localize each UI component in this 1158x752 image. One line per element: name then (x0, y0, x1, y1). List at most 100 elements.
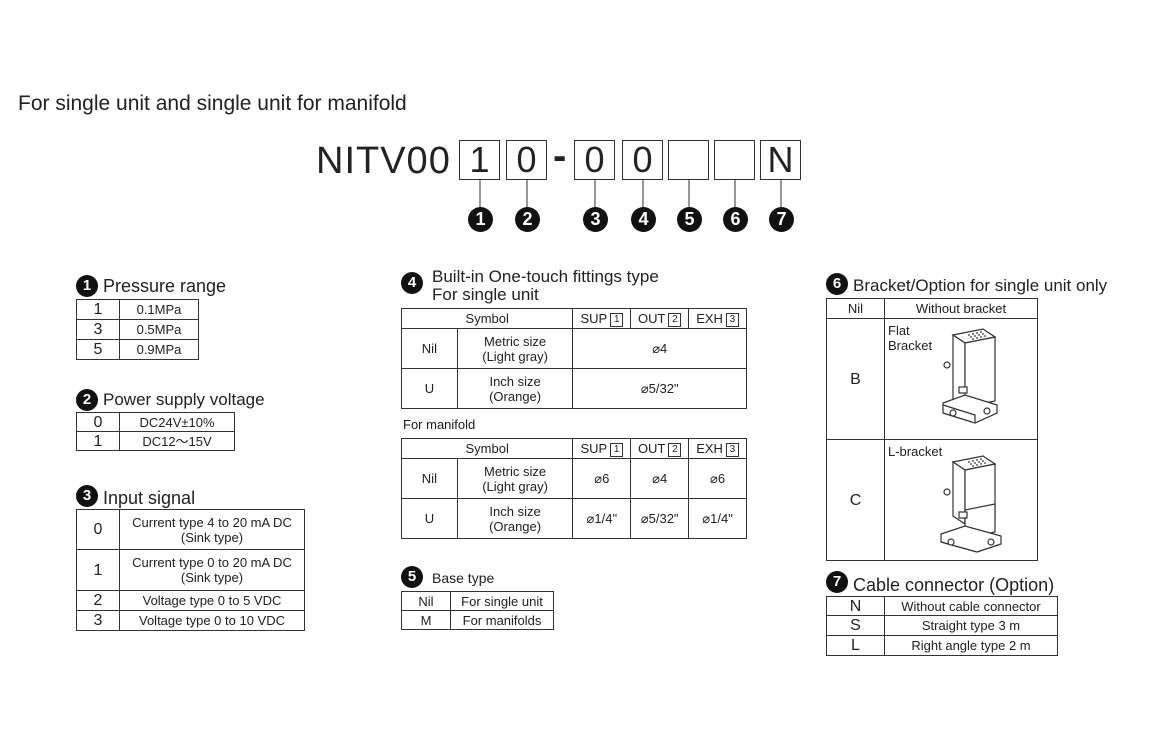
cable-marker: 7 (826, 571, 848, 593)
marker-6: 6 (723, 207, 748, 232)
input-code: 2 (76, 590, 120, 611)
bracket-code: Nil (826, 298, 885, 319)
code-box-5 (668, 140, 709, 180)
fitting-desc-line2: (Orange) (489, 388, 542, 404)
power-desc: DC12～15V (119, 431, 235, 451)
fitting-code: Nil (401, 328, 458, 369)
table-row: U Inch size (Orange) ⌀1/4" ⌀5/32" ⌀1/4" (401, 498, 747, 539)
table-row: N Without cable connector (826, 596, 1058, 616)
fitting-desc-line1: Metric size (484, 333, 547, 349)
model-prefix: NITV00 (316, 140, 451, 182)
code-box-1: 1 (459, 140, 500, 180)
input-code: 1 (76, 549, 120, 591)
cable-table: N Without cable connector S Straight typ… (826, 596, 1058, 656)
table-row: B Flat Bracket (826, 318, 1038, 440)
pressure-title: Pressure range (103, 276, 227, 296)
symbol-header: Symbol (400, 308, 574, 329)
table-row: M For manifolds (401, 610, 554, 630)
table-row: L Right angle type 2 m (826, 635, 1058, 656)
table-row: Nil Without bracket (826, 298, 1038, 319)
base-code: Nil (401, 591, 451, 611)
cable-code: S (826, 615, 885, 636)
bracket-code: B (826, 318, 885, 440)
input-desc-line1: Voltage type 0 to 10 VDC (119, 610, 305, 631)
marker-1: 1 (468, 207, 493, 232)
pressure-code: 5 (76, 339, 120, 360)
code-box-7: N (760, 140, 801, 180)
exh-size: ⌀1/4" (688, 498, 747, 539)
sup-header-label: SUP (580, 440, 608, 456)
fitting-desc-line2: (Light gray) (482, 478, 548, 494)
port-number-2: 2 (668, 312, 682, 327)
table-row: 1 DC12～15V (76, 431, 235, 451)
table-row: Nil Metric size (Light gray) ⌀4 (401, 328, 747, 369)
input-code: 0 (76, 509, 120, 550)
pressure-desc: 0.5MPa (119, 319, 199, 340)
flat-bracket-label-line1: Flat (888, 323, 910, 338)
out-size: ⌀4 (630, 458, 690, 499)
input-title: Input signal (103, 488, 196, 508)
base-marker: 5 (401, 566, 423, 588)
exh-size: ⌀6 (688, 458, 747, 499)
input-table: 0 Current type 4 to 20 mA DC (Sink type)… (76, 509, 305, 631)
table-row: 3 Voltage type 0 to 10 VDC (76, 610, 305, 631)
power-desc: DC24V±10% (119, 412, 235, 432)
out-header-label: OUT (637, 440, 666, 456)
table-row: C L-bracket (826, 439, 1038, 561)
base-table: Nil For single unit M For manifolds (401, 591, 554, 630)
fittings-title-line1: Built-in One-touch fittings type (432, 267, 659, 286)
fittings-title-line2: For single unit (432, 285, 539, 304)
fitting-desc-line2: (Orange) (489, 518, 542, 534)
port-number-3: 3 (725, 312, 739, 327)
exh-header-label: EXH (696, 310, 723, 326)
bracket-table: Nil Without bracket B Flat Bracket (826, 298, 1038, 561)
marker-5: 5 (677, 207, 702, 232)
input-code: 3 (76, 610, 120, 631)
code-box-4: 0 (622, 140, 663, 180)
marker-4: 4 (631, 207, 656, 232)
code-box-3: 0 (574, 140, 615, 180)
out-header-label: OUT (637, 310, 666, 326)
pressure-desc: 0.1MPa (119, 299, 199, 320)
cable-title: Cable connector (Option) (853, 575, 1055, 595)
table-row: Nil Metric size (Light gray) ⌀6 ⌀4 ⌀6 (401, 458, 747, 499)
symbol-header: Symbol (400, 438, 574, 459)
fitting-size: ⌀4 (572, 328, 747, 369)
pressure-desc: 0.9MPa (119, 339, 199, 360)
marker-7: 7 (769, 207, 794, 232)
port-number-1: 1 (610, 312, 624, 327)
table-row: 1 Current type 0 to 20 mA DC (Sink type) (76, 549, 305, 591)
sup-size: ⌀6 (572, 458, 632, 499)
bracket-code: C (826, 439, 885, 561)
code-box-2: 0 (506, 140, 547, 180)
base-title: Base type (432, 570, 495, 586)
input-desc-line1: Current type 0 to 20 mA DC (132, 555, 292, 570)
table-row: 1 0.1MPa (76, 299, 199, 320)
l-bracket-illustration (940, 455, 1002, 553)
marker-leader-lines (479, 180, 782, 207)
flat-bracket-label-line2: Bracket (888, 338, 933, 353)
bracket-title: Bracket/Option for single unit only (853, 276, 1108, 295)
power-title: Power supply voltage (103, 390, 265, 409)
input-desc-line2: (Sink type) (180, 529, 244, 545)
table-row: 5 0.9MPa (76, 339, 199, 360)
power-code: 0 (76, 412, 120, 432)
pressure-code: 1 (76, 299, 120, 320)
port-number-3: 3 (725, 442, 739, 457)
exh-header-label: EXH (696, 440, 723, 456)
input-desc-line1: Voltage type 0 to 5 VDC (119, 590, 305, 611)
port-number-2: 2 (668, 442, 682, 457)
fittings-marker: 4 (401, 272, 423, 294)
base-desc: For single unit (450, 591, 554, 611)
bracket-marker: 6 (826, 273, 848, 295)
table-row: 0 Current type 4 to 20 mA DC (Sink type) (76, 509, 305, 550)
manifold-label: For manifold (403, 417, 476, 432)
flat-bracket-label: Flat Bracket (888, 323, 932, 353)
